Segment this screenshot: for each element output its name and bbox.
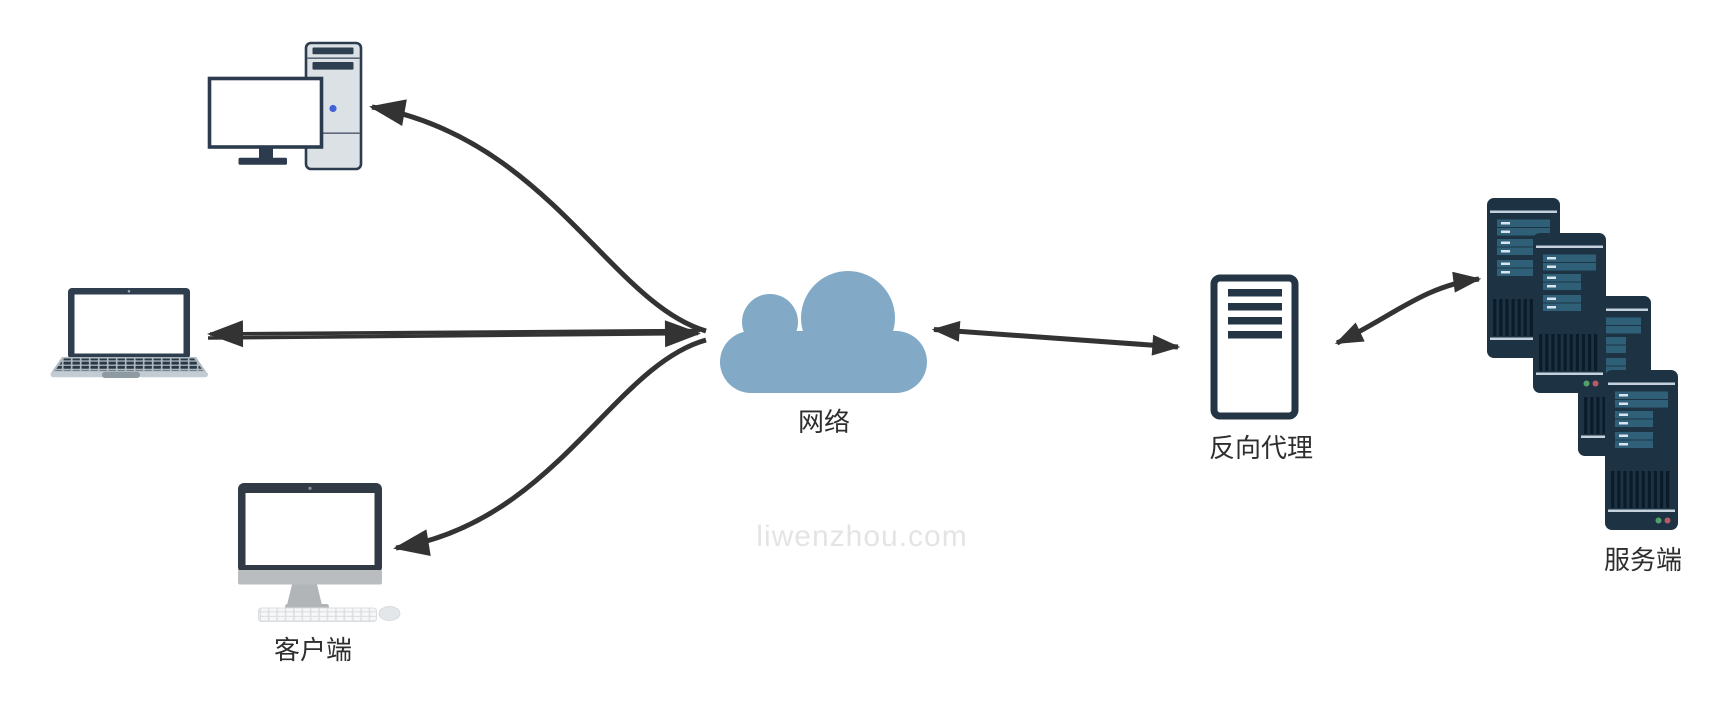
reverse-proxy-icon bbox=[1210, 274, 1299, 420]
servers-label: 服务端 bbox=[1604, 545, 1682, 575]
watermark: liwenzhou.com bbox=[756, 520, 967, 553]
proxy-slot bbox=[1228, 289, 1282, 297]
imac-chin bbox=[238, 570, 382, 585]
arrow-network-to-imac bbox=[393, 337, 707, 557]
arrows bbox=[207, 99, 1482, 557]
imac-screen bbox=[245, 493, 375, 565]
tower-seam bbox=[307, 132, 360, 134]
server-icon bbox=[1533, 233, 1606, 393]
arrow-network-to-desktop bbox=[369, 99, 707, 334]
monitor-stand-neck bbox=[259, 147, 273, 159]
proxy-slot bbox=[1228, 331, 1282, 339]
proxy-slot bbox=[1228, 303, 1282, 311]
laptop-trackpad bbox=[102, 371, 140, 378]
laptop-icon bbox=[50, 288, 208, 378]
mouse bbox=[378, 606, 401, 621]
webcam-dot bbox=[127, 290, 131, 293]
monitor-stand-base bbox=[238, 157, 287, 165]
arrow-network-proxy bbox=[931, 320, 1181, 356]
proxy-slot bbox=[1228, 317, 1282, 325]
laptop-keyboard bbox=[55, 358, 203, 371]
arrow-proxy-servers bbox=[1334, 271, 1482, 346]
desktop-pc-icon bbox=[207, 41, 363, 171]
imac-keyboard-keys bbox=[259, 608, 376, 621]
arrow-laptop-to-network bbox=[207, 320, 701, 348]
network-label: 网络 bbox=[798, 407, 850, 437]
webcam-dot bbox=[308, 486, 312, 490]
proxy-box bbox=[1210, 274, 1299, 420]
server-stack-icon bbox=[1487, 198, 1678, 530]
monitor-screen bbox=[207, 76, 324, 149]
tower-drive-bay bbox=[312, 62, 354, 70]
laptop-screen bbox=[74, 294, 184, 354]
network-cloud-icon bbox=[720, 271, 927, 393]
arrow-network-to-laptop bbox=[207, 320, 701, 348]
imac-stand-neck bbox=[287, 584, 322, 605]
tower-drive-bay bbox=[312, 47, 354, 55]
power-led bbox=[329, 104, 337, 113]
imac-icon bbox=[238, 483, 401, 622]
clients-label: 客户端 bbox=[274, 635, 352, 665]
reverse-proxy-label: 反向代理 bbox=[1209, 433, 1313, 463]
cloud-base bbox=[720, 331, 927, 393]
tower-seam bbox=[307, 57, 360, 59]
server-icon bbox=[1605, 370, 1678, 530]
